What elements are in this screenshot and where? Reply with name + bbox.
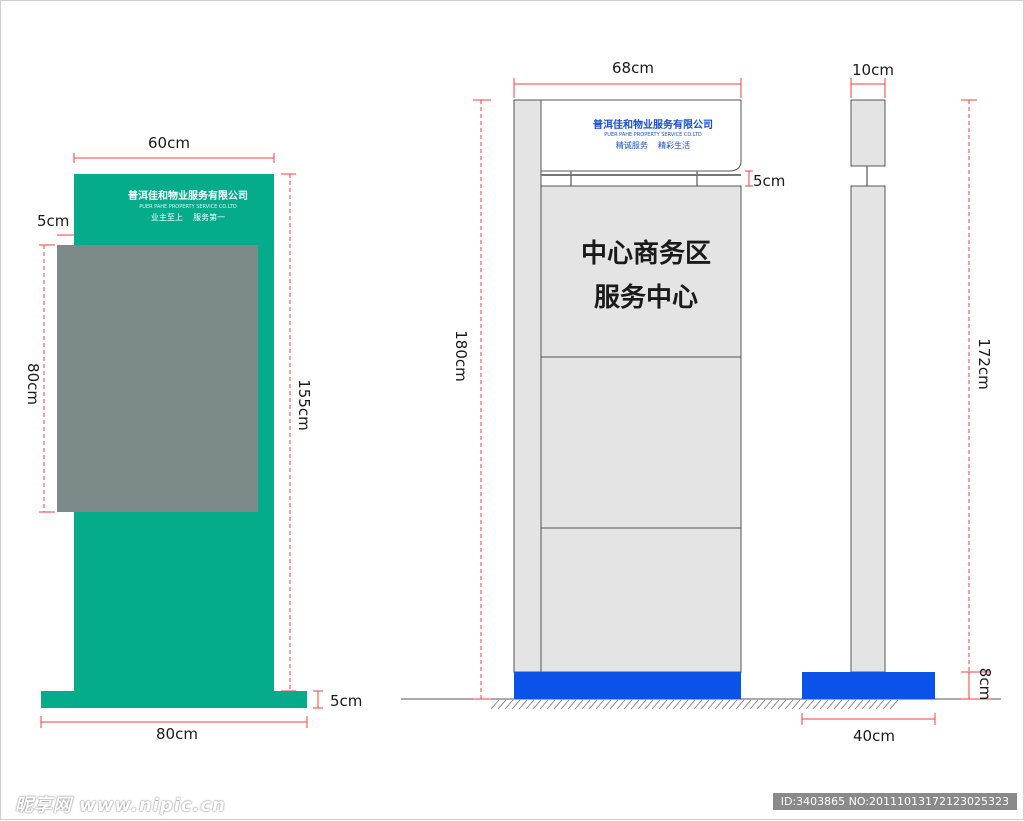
hatch-stroke	[679, 699, 689, 710]
hatch-stroke	[686, 699, 696, 710]
hatch-stroke	[602, 699, 612, 710]
sign-b-title-line1: 中心商务区	[581, 238, 711, 269]
hatch-stroke	[819, 699, 829, 710]
hatch-stroke	[763, 699, 773, 710]
sign-a-company-name-en: PUER PAHE PROPERTY SERVICE CO.LTD	[139, 204, 237, 210]
hatch-stroke	[805, 699, 815, 710]
hatch-stroke	[840, 699, 850, 710]
sign-b-height-label: 180cm	[452, 330, 470, 382]
hatch-stroke	[567, 699, 577, 710]
hatch-stroke	[644, 699, 654, 710]
hatch-stroke	[749, 699, 759, 710]
hatch-stroke	[875, 699, 885, 710]
sign-a-base-width-label: 80cm	[156, 725, 198, 743]
hatch-stroke	[728, 699, 738, 710]
sign-b-slogan: 精诚服务 精彩生活	[616, 140, 690, 150]
sign-a-margin-label: 5cm	[37, 212, 69, 230]
sign-a-slogan: 业主至上 服务第一	[151, 212, 225, 222]
hatch-stroke	[532, 699, 542, 710]
hatch-stroke	[574, 699, 584, 710]
hatch-stroke	[595, 699, 605, 710]
hatch-stroke	[826, 699, 836, 710]
hatch-stroke	[623, 699, 633, 710]
side-view-base	[802, 672, 935, 699]
sign-b-panel-2	[540, 356, 742, 529]
hatch-stroke	[812, 699, 822, 710]
hatch-stroke	[553, 699, 563, 710]
sign-b: 普洱佳和物业服务有限公司 PUER PAHE PROPERTY SERVICE …	[401, 59, 1001, 710]
hatch-stroke	[784, 699, 794, 710]
hatch-stroke	[861, 699, 871, 710]
side-view-base-height-label: 8cm	[976, 668, 994, 700]
side-view: 10cm 172cm 8cm 40cm	[801, 61, 994, 745]
hatch-stroke	[791, 699, 801, 710]
hatch-stroke	[770, 699, 780, 710]
sign-a-display-panel	[57, 245, 258, 512]
side-view-post	[850, 185, 886, 673]
ground-hatching	[490, 699, 899, 710]
hatch-stroke	[889, 699, 899, 710]
sign-b-company-name-en: PUER PAHE PROPERTY SERVICE CO.LTD	[604, 132, 702, 138]
hatch-stroke	[700, 699, 710, 710]
sign-b-base	[514, 672, 741, 699]
hatch-stroke	[707, 699, 717, 710]
hatch-stroke	[742, 699, 752, 710]
hatch-stroke	[798, 699, 808, 710]
hatch-stroke	[539, 699, 549, 710]
sign-b-gap-label: 5cm	[753, 172, 785, 190]
watermark-id: ID:3403865 NO:20111013172123025323	[772, 793, 1017, 810]
hatch-stroke	[546, 699, 556, 710]
sign-b-panel-1	[540, 185, 742, 358]
sign-a-width-label: 60cm	[148, 134, 190, 152]
sign-b-panel-3	[540, 527, 742, 673]
sign-b-company-name: 普洱佳和物业服务有限公司	[593, 118, 713, 131]
sign-b-width-label: 68cm	[612, 59, 654, 77]
hatch-stroke	[854, 699, 864, 710]
hatch-stroke	[588, 699, 598, 710]
hatch-stroke	[833, 699, 843, 710]
hatch-stroke	[777, 699, 787, 710]
hatch-stroke	[658, 699, 668, 710]
hatch-stroke	[693, 699, 703, 710]
sign-b-header	[540, 99, 742, 172]
hatch-stroke	[616, 699, 626, 710]
sign-b-title-line2: 服务中心	[594, 283, 698, 313]
sign-a-company-name: 普洱佳和物业服务有限公司	[128, 189, 248, 202]
hatch-stroke	[651, 699, 661, 710]
hatch-stroke	[560, 699, 570, 710]
sign-b-post	[513, 99, 542, 673]
hatch-stroke	[847, 699, 857, 710]
hatch-stroke	[511, 699, 521, 710]
hatch-stroke	[490, 699, 500, 710]
hatch-stroke	[735, 699, 745, 710]
side-view-header	[850, 99, 886, 167]
sign-a-base	[41, 691, 307, 708]
sign-a-panel-height-label: 80cm	[24, 363, 42, 405]
sign-a-base-height-label: 5cm	[330, 692, 362, 710]
hatch-stroke	[504, 699, 514, 710]
hatch-stroke	[581, 699, 591, 710]
hatch-stroke	[525, 699, 535, 710]
hatch-stroke	[672, 699, 682, 710]
side-view-height-label: 172cm	[975, 338, 993, 390]
hatch-stroke	[630, 699, 640, 710]
hatch-stroke	[637, 699, 647, 710]
sign-a-height-label: 155cm	[295, 379, 313, 431]
hatch-stroke	[882, 699, 892, 710]
hatch-stroke	[518, 699, 528, 710]
hatch-stroke	[609, 699, 619, 710]
hatch-stroke	[497, 699, 507, 710]
hatch-stroke	[756, 699, 766, 710]
hatch-stroke	[665, 699, 675, 710]
hatch-stroke	[721, 699, 731, 710]
side-view-base-width-label: 40cm	[853, 727, 895, 745]
watermark-site: 昵享网 www.nipic.cn	[15, 795, 226, 816]
hatch-stroke	[714, 699, 724, 710]
side-view-depth-label: 10cm	[852, 61, 894, 79]
sign-a: 普洱佳和物业服务有限公司 PUER PAHE PROPERTY SERVICE …	[24, 134, 362, 743]
hatch-stroke	[868, 699, 878, 710]
